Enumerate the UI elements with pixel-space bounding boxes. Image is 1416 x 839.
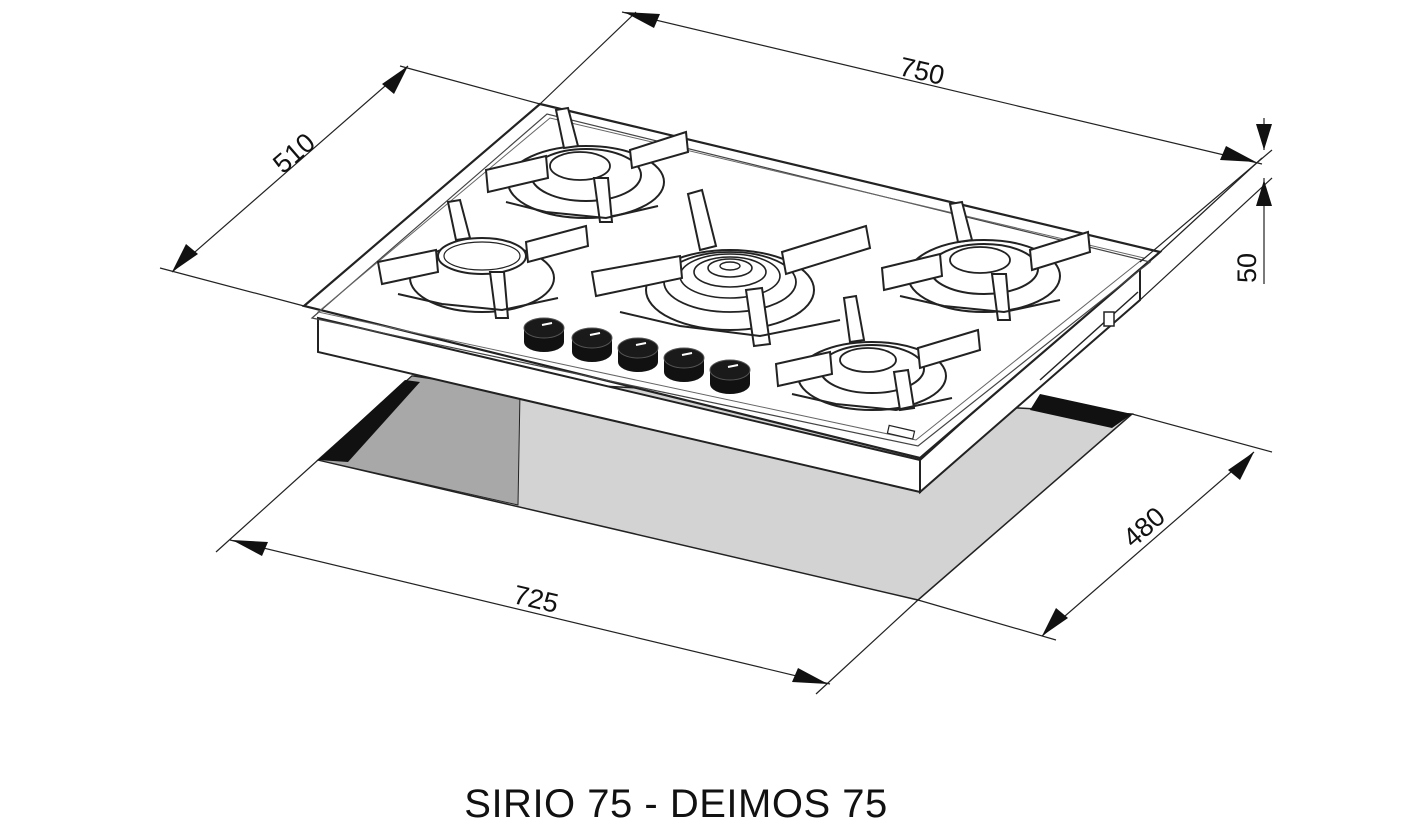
burner-front-right <box>774 294 982 412</box>
knob-1 <box>523 317 565 352</box>
knob-4 <box>663 347 705 382</box>
label-50: 50 <box>1232 253 1262 283</box>
knob-3 <box>617 337 659 372</box>
label-510: 510 <box>267 127 321 179</box>
knob-2 <box>571 327 613 362</box>
label-725: 725 <box>511 580 562 619</box>
burner-right <box>880 200 1092 321</box>
burner-rear-left <box>484 106 690 223</box>
label-480: 480 <box>1117 501 1171 553</box>
dimension-height: 50 <box>1139 118 1273 301</box>
brand-plate <box>886 424 916 440</box>
knob-5 <box>709 359 751 394</box>
model-caption-text: SIRIO 75 - DEIMOS 75 <box>464 782 888 826</box>
model-caption: SIRIO 75 - DEIMOS 75 <box>0 782 1416 827</box>
hob-body <box>317 259 1141 495</box>
dimension-top-width: 750 <box>539 11 1263 253</box>
burner-center-wok <box>590 188 872 348</box>
label-750: 750 <box>897 52 948 91</box>
control-knobs <box>523 317 751 394</box>
burner-front-left <box>376 198 590 319</box>
